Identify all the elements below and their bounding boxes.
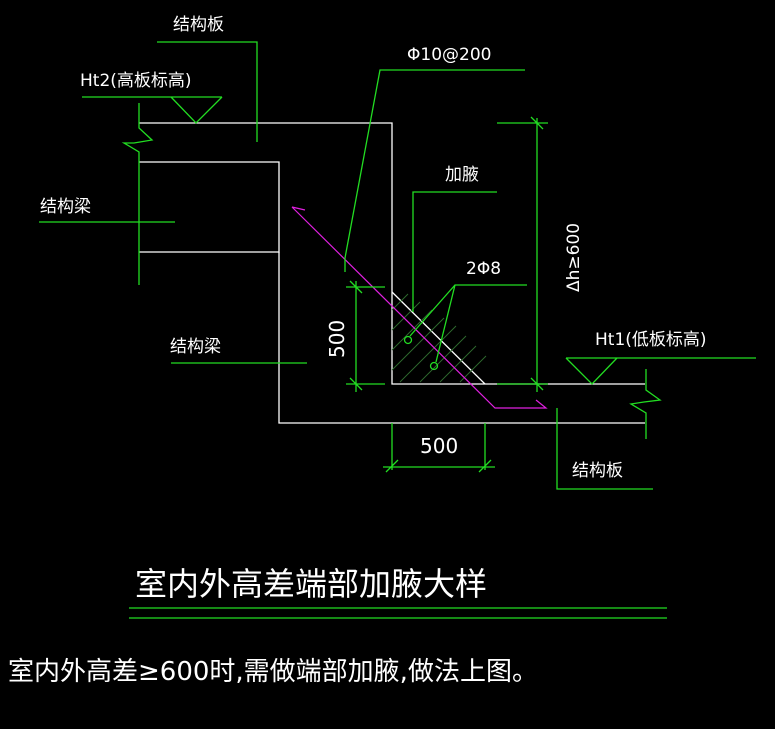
vertical-500-label: 500 [325, 320, 349, 358]
rebar [291, 206, 548, 409]
ht1-label: Ht1(低板标高) [595, 330, 707, 350]
haunch-bars-label: 2Φ8 [466, 259, 501, 279]
drawing-title: 室内外高差端部加腋大样 [135, 565, 487, 603]
haunch-bar-2 [429, 361, 439, 371]
haunch-hatch [391, 293, 487, 383]
rebar-spec-leader [344, 69, 525, 272]
bottom-slab-label: 结构板 [572, 461, 623, 481]
ht1-elevation-marker [565, 357, 756, 385]
rebar-spec-label: Φ10@200 [407, 45, 491, 65]
lower-beam-label: 结构梁 [170, 337, 221, 357]
top-slab-label: 结构板 [173, 15, 224, 35]
haunch-outline [391, 291, 486, 385]
upper-beam-label: 结构梁 [40, 197, 91, 217]
top-slab-leader [157, 41, 258, 142]
title-underline [129, 607, 667, 619]
break-line-left [121, 103, 154, 285]
haunch-bars-leader [409, 284, 527, 363]
bottom-slab-leader [556, 408, 653, 490]
haunch-label: 加腋 [445, 165, 479, 185]
haunch-leader [412, 191, 497, 312]
haunch-bar-1 [403, 335, 413, 345]
drawing-note: 室内外高差≥600时,需做端部加腋,做法上图。 [8, 657, 538, 687]
height-diff-label: Δh≥600 [564, 223, 584, 292]
ht2-elevation-marker [82, 96, 223, 124]
height-diff-dimension [497, 116, 548, 392]
ht2-label: Ht2(高板标高) [80, 71, 192, 91]
vertical-500-dimension [346, 280, 385, 392]
break-line-right [629, 369, 662, 439]
lower-beam-outline [278, 252, 645, 424]
upper-beam-outline [139, 161, 280, 253]
haunch-rebar [291, 206, 548, 409]
annotations [39, 41, 756, 619]
horizontal-500-dimension [383, 423, 495, 473]
horizontal-500-label: 500 [420, 434, 458, 458]
